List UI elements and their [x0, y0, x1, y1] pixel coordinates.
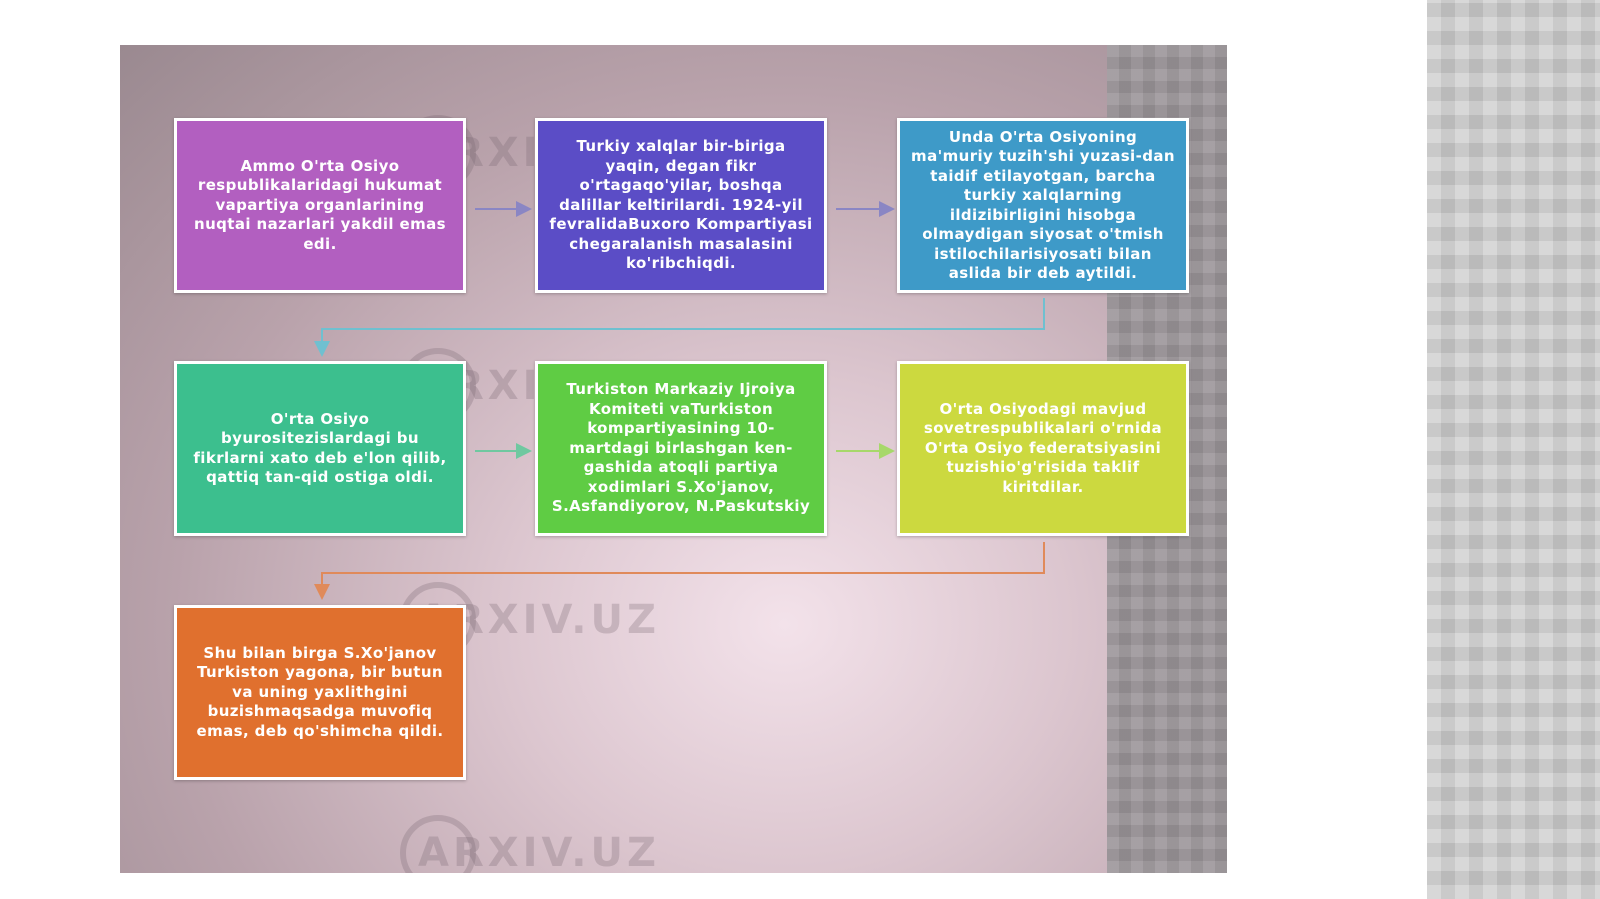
step-box-1-text: Ammo O'rta Osiyo respublikalaridagi huku… — [194, 156, 446, 253]
step-box-6-text: O'rta Osiyodagi mavjud sovetrespublikala… — [923, 399, 1163, 496]
step-box-4: O'rta Osiyo byurositezislardagi bu fikrl… — [174, 361, 466, 536]
step-box-7-text: Shu bilan birga S.Xo'janov Turkiston yag… — [196, 643, 444, 740]
step-box-5: Turkiston Markaziy Ijroiya Komiteti vaTu… — [535, 361, 827, 536]
step-box-2-text: Turkiy xalqlar bir-biriga yaqin, degan f… — [549, 137, 813, 273]
step-box-1: Ammo O'rta Osiyo respublikalaridagi huku… — [174, 118, 466, 293]
arrow-b3-b4 — [314, 298, 1045, 357]
step-box-3: Unda O'rta Osiyoning ma'muriy tuzih'shi … — [897, 118, 1189, 293]
arrow-b6-b7 — [314, 542, 1045, 600]
step-box-3-text: Unda O'rta Osiyoning ma'muriy tuzih'shi … — [911, 127, 1175, 283]
step-box-5-text: Turkiston Markaziy Ijroiya Komiteti vaTu… — [551, 380, 811, 516]
step-box-6: O'rta Osiyodagi mavjud sovetrespublikala… — [897, 361, 1189, 536]
slide: ARXIV.UZ ARXIV.UZ ARXIV.UZ ARXIV.UZ Ammo… — [120, 45, 1227, 873]
watermark: ARXIV.UZ — [400, 815, 660, 873]
step-box-7: Shu bilan birga S.Xo'janov Turkiston yag… — [174, 605, 466, 780]
step-box-4-text: O'rta Osiyo byurositezislardagi bu fikrl… — [193, 409, 447, 487]
step-box-2: Turkiy xalqlar bir-biriga yaqin, degan f… — [535, 118, 827, 293]
connectors — [314, 201, 1045, 600]
side-texture-panel — [1427, 0, 1600, 899]
watermark-ring-icon — [400, 815, 476, 873]
